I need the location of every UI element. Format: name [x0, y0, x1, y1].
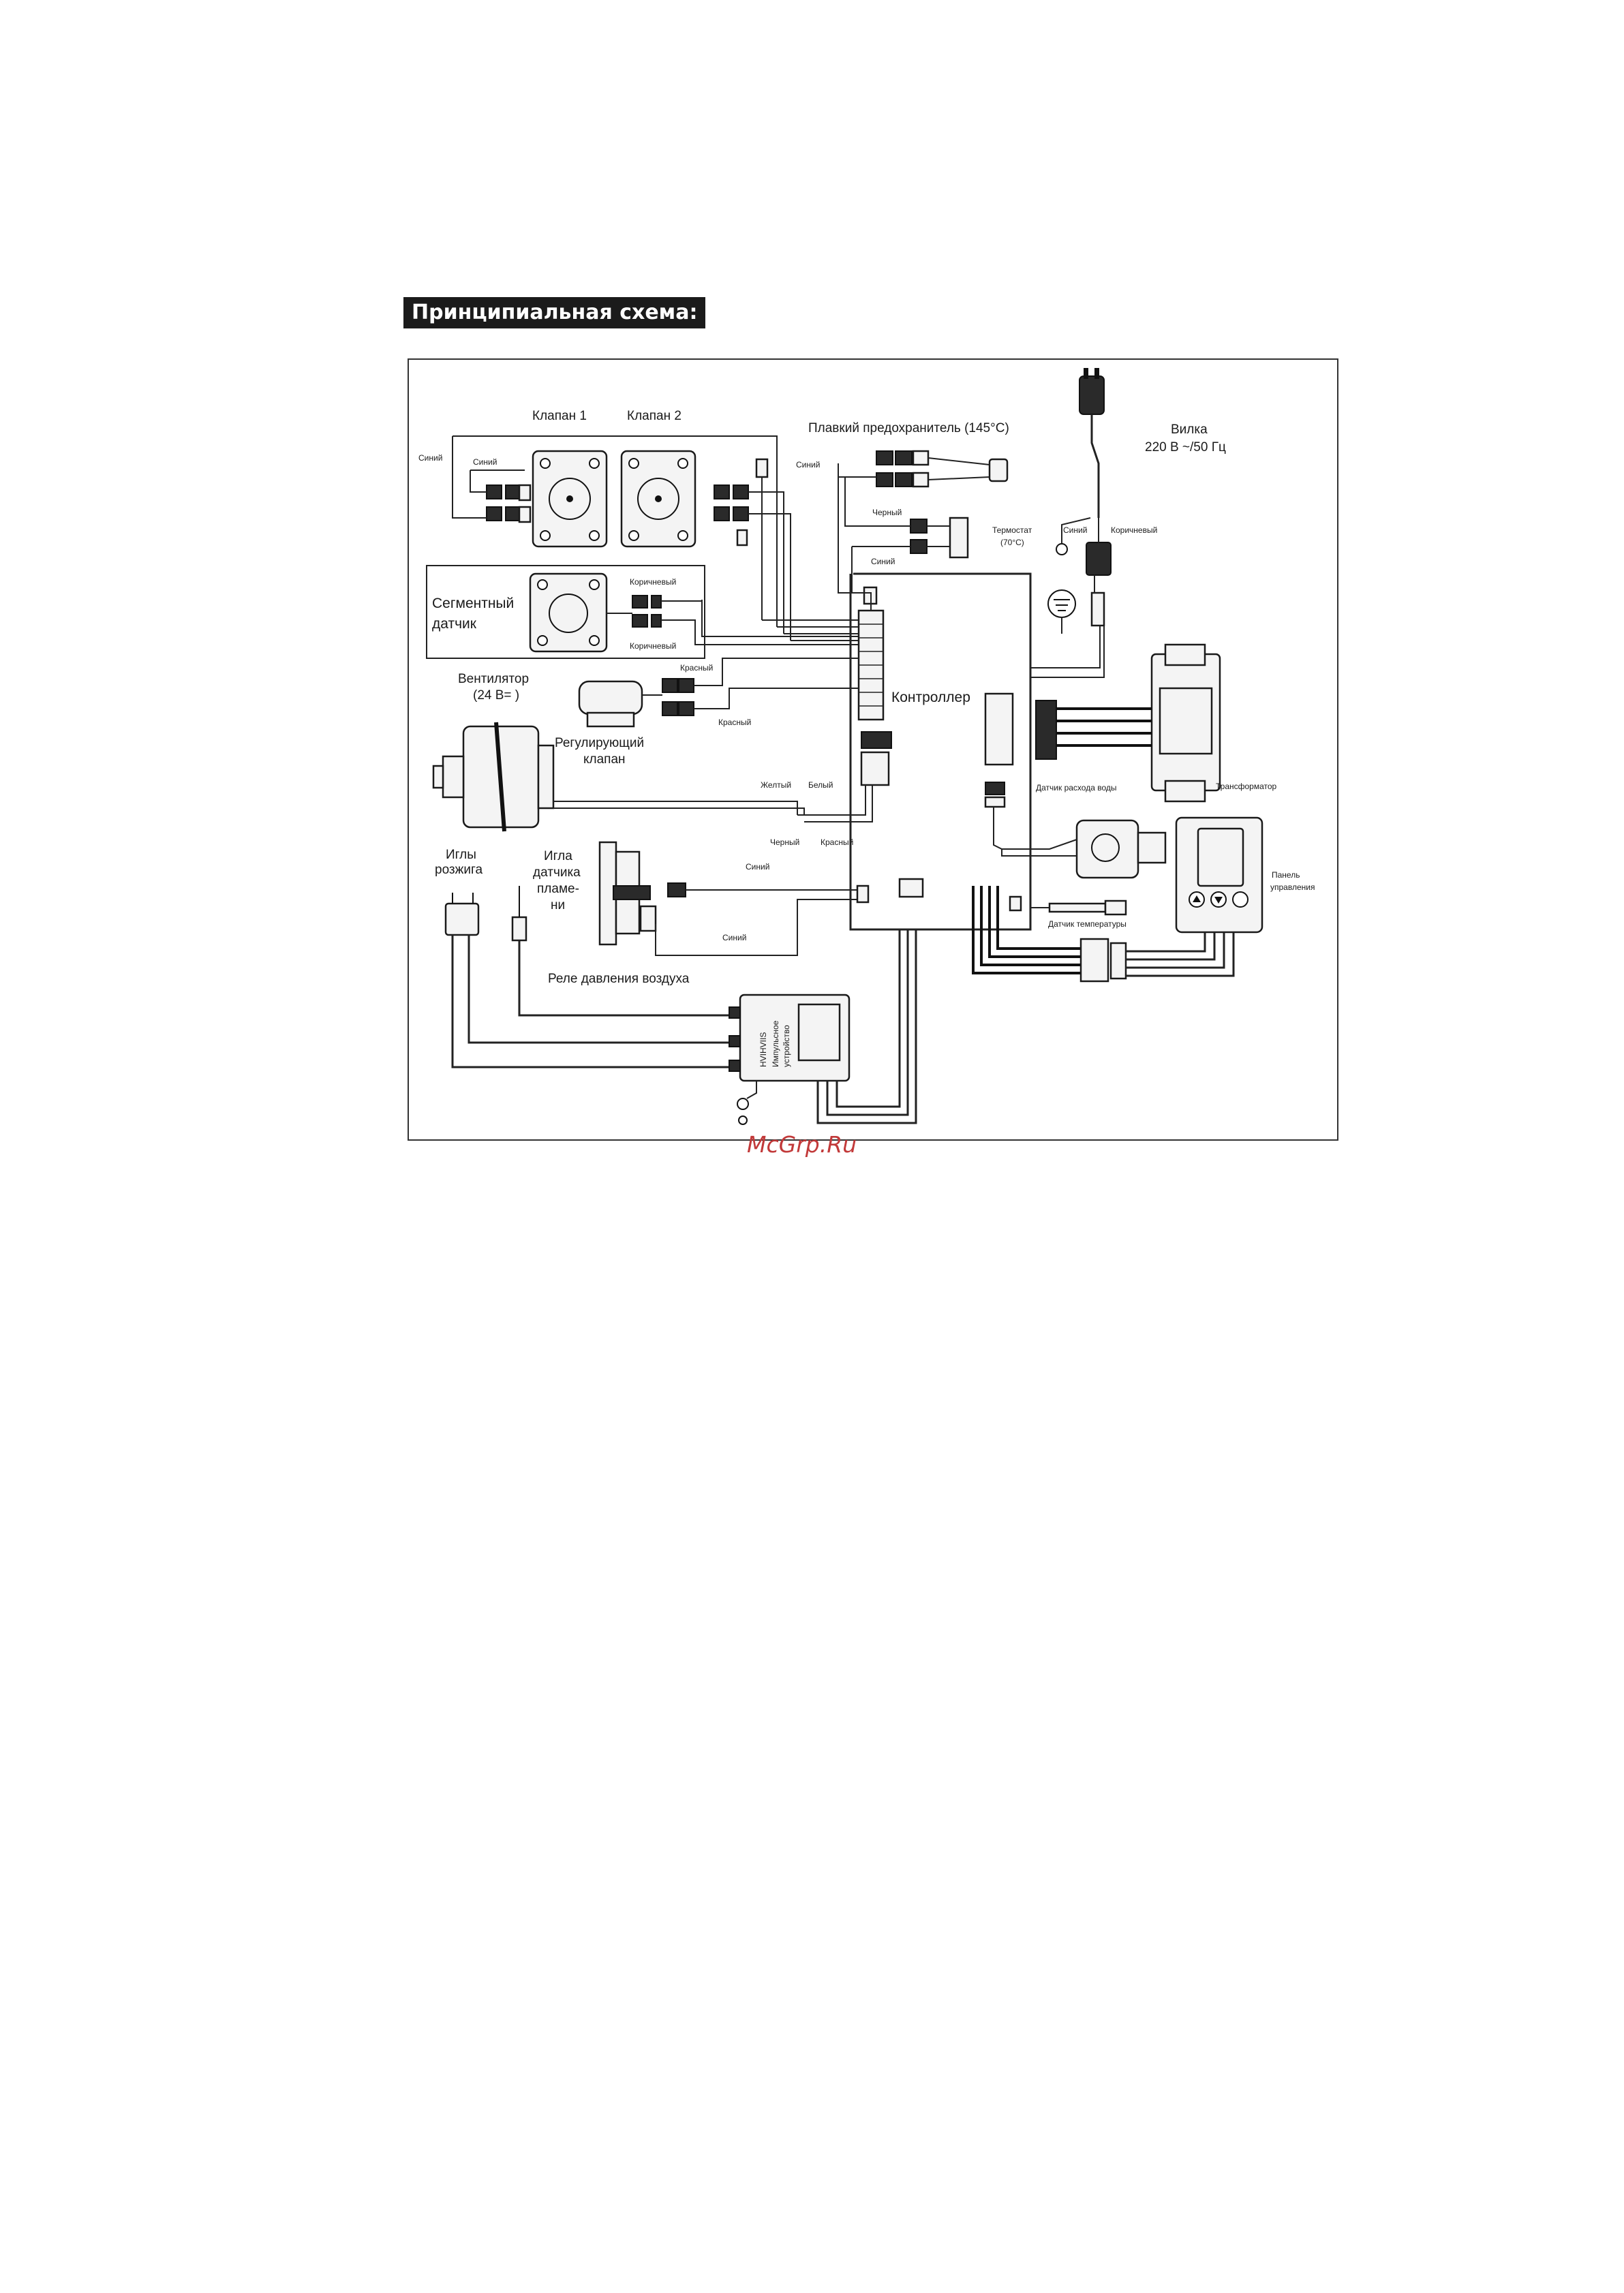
wire-label-blue-a: Синий: [418, 453, 442, 463]
wire-label-white: Белый: [808, 780, 833, 790]
flame-needle-label-3: пламе-: [537, 882, 579, 896]
plug-spec: 220 В ~/50 Гц: [1145, 440, 1226, 455]
wire-label-yellow: Желтый: [761, 780, 791, 790]
pulse-device-label-2: устройство: [782, 1025, 791, 1067]
wire-label-red-a: Красный: [680, 663, 713, 673]
wire-label-brown-b: Коричневый: [630, 641, 676, 651]
thermostat-label-2: (70°С): [1000, 538, 1024, 547]
valve-1-label: Клапан 1: [532, 409, 587, 423]
controller-label: Контроллер: [891, 690, 970, 705]
wire-label-black-fuse: Черный: [872, 508, 902, 517]
regulating-valve: [578, 678, 694, 728]
page-title: Принципиальная схема:: [403, 297, 706, 328]
control-panel: [1175, 816, 1263, 934]
segment-sensor-label-2: датчик: [432, 616, 477, 632]
wire-label-blue-e: Синий: [746, 862, 769, 872]
wire-label-blue-c: Синий: [796, 460, 820, 470]
thermostat-label-1: Термостат: [992, 525, 1032, 535]
wire-label-red-c: Красный: [821, 837, 853, 847]
wire-label-blue-f: Синий: [722, 933, 746, 942]
wire-label-brown-a: Коричневый: [630, 577, 676, 587]
transformer-label: Трансформатор: [1216, 782, 1277, 791]
segment-sensor: [529, 572, 662, 653]
fan-label-2: (24 В= ): [473, 688, 519, 703]
controller-connector: [857, 586, 1022, 912]
temperature-sensor: [1048, 899, 1127, 916]
fuse-label: Плавкий предохранитель (145°С): [808, 421, 1009, 435]
pulse-device-label-1: Импульсное: [771, 1020, 780, 1067]
watermark: McGrp.Ru: [747, 1131, 857, 1158]
segment-sensor-label-1: Сегментный: [432, 596, 514, 611]
wire-label-brown-plug: Коричневый: [1111, 525, 1157, 535]
flame-needle-label-2: датчика: [533, 865, 581, 880]
panel-label-2: управления: [1270, 882, 1315, 892]
valve-2-label: Клапан 2: [627, 409, 681, 423]
flame-needle-label-1: Игла: [544, 849, 572, 863]
regulating-valve-label-1: Регулирующий: [555, 736, 644, 750]
water-flow-label: Датчик расхода воды: [1036, 783, 1116, 792]
ignition-needles: [444, 886, 527, 942]
transformer: [1035, 643, 1221, 803]
fan-motor: [432, 722, 555, 832]
valve-connectors: [486, 458, 769, 547]
panel-label-1: Панель: [1272, 870, 1300, 880]
fan-label-1: Вентилятор: [458, 672, 529, 686]
wire-label-blue-plug: Синий: [1063, 525, 1087, 535]
ignition-needles-label-2: розжига: [435, 863, 482, 877]
power-plug: [1047, 368, 1112, 627]
water-flow-sensor: [1075, 819, 1167, 879]
plug-title: Вилка: [1171, 422, 1208, 437]
flame-sensor-assembly: [598, 841, 686, 946]
wire-label-black-b: Черный: [770, 837, 799, 847]
temperature-sensor-label: Датчик температуры: [1048, 919, 1127, 929]
pulse-ignition-unit: [729, 994, 851, 1125]
wire-label-blue-d: Синий: [871, 557, 895, 566]
wire-label-blue-b: Синий: [473, 457, 497, 467]
fuse-connectors: [876, 450, 1009, 559]
regulating-valve-label-2: клапан: [583, 752, 626, 767]
schematic-frame: [408, 358, 1338, 1141]
valve-1: [532, 450, 608, 548]
ignition-needles-label-1: Иглы: [446, 848, 476, 862]
pulse-device-code: HVIHVIIS: [759, 1032, 768, 1067]
air-relay-label: Реле давления воздуха: [548, 972, 690, 986]
valve-2: [620, 450, 696, 548]
flame-needle-label-4: ни: [551, 898, 565, 912]
wire-label-red-b: Красный: [718, 718, 751, 727]
